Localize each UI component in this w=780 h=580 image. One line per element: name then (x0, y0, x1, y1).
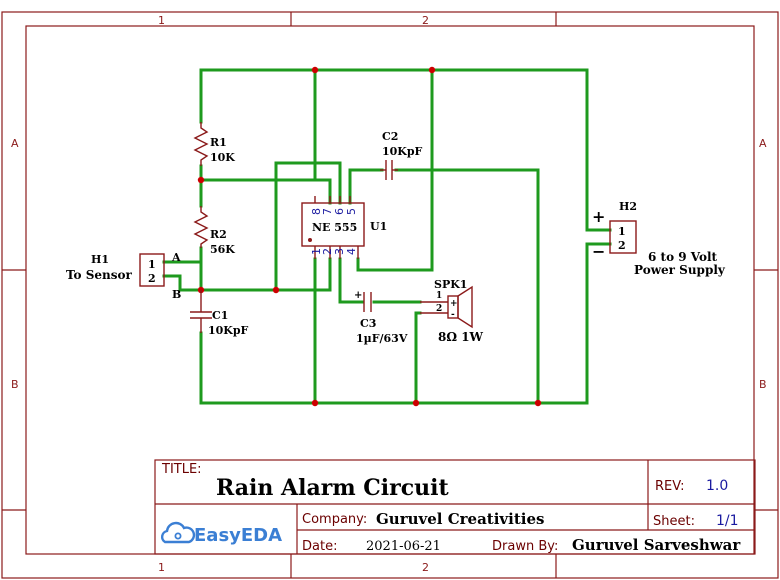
drawn-by-value: Guruvel Sarveshwar (572, 536, 741, 554)
zone-top-2: 2 (422, 14, 429, 27)
resistor-r1[interactable]: R1 10K (193, 122, 235, 166)
r1-ref: R1 (210, 136, 227, 149)
h1-pin1: 1 (148, 258, 156, 271)
u1-pin-4: 4 (345, 248, 358, 255)
capacitor-c2[interactable]: C2 10KpF (380, 130, 423, 180)
connector-h2[interactable]: 1 2 H2 + − 6 to 9 Volt Power Supply (592, 200, 726, 277)
h2-minus: − (592, 242, 605, 261)
zone-bottom-2: 2 (422, 561, 429, 574)
u1-pin-5: 5 (345, 208, 358, 215)
junction-dot (311, 66, 319, 74)
h1-value: To Sensor (66, 268, 133, 282)
easyeda-logo: EasyEDA (160, 521, 282, 546)
u1-pin-8: 8 (310, 208, 323, 215)
u1-ref: U1 (370, 220, 387, 233)
h2-pin2: 2 (618, 239, 626, 252)
speaker-spk1[interactable]: 1 2 + - SPK1 8Ω 1W (420, 278, 484, 344)
company-value: Guruvel Creativities (376, 510, 544, 528)
u1-pin-6: 6 (333, 208, 346, 215)
h2-value-line2: Power Supply (634, 263, 726, 277)
h1-net-a: A (171, 251, 181, 264)
title-value: Rain Alarm Circuit (216, 475, 449, 501)
sheet-value: 1/1 (716, 513, 739, 529)
c1-ref: C1 (212, 309, 228, 322)
h2-value-line1: 6 to 9 Volt (648, 250, 718, 264)
h2-ref: H2 (619, 200, 637, 213)
u1-pin-7: 7 (321, 208, 334, 215)
zone-top-1: 1 (158, 14, 165, 27)
date-value: 2021-06-21 (366, 539, 441, 554)
zone-left-b: B (11, 378, 19, 391)
connector-h1[interactable]: 1 2 H1 To Sensor A B (66, 251, 181, 301)
h1-net-b: B (172, 288, 181, 301)
junctions (197, 66, 542, 407)
r1-value: 10K (210, 151, 235, 164)
spk1-pin2: 2 (436, 304, 442, 314)
c1-value: 10KpF (208, 324, 249, 337)
rev-label: REV: (655, 479, 684, 494)
u1-pin-2: 2 (321, 248, 334, 255)
logo-text: EasyEDA (194, 525, 282, 546)
zone-bottom-1: 1 (158, 561, 165, 574)
spk1-pin1: 1 (436, 291, 442, 301)
u1-pin-3: 3 (333, 248, 346, 255)
r2-ref: R2 (210, 228, 227, 241)
junction-dot (197, 176, 205, 184)
company-label: Company: (302, 512, 367, 527)
junction-dot (272, 286, 280, 294)
h1-pin2: 2 (148, 272, 156, 285)
junction-dot (428, 66, 436, 74)
spk1-value: 8Ω 1W (438, 330, 484, 344)
spk1-minus: - (451, 310, 455, 320)
rev-value: 1.0 (706, 478, 728, 494)
zone-left-a: A (11, 137, 19, 150)
capacitor-c1[interactable]: C1 10KpF (190, 290, 249, 337)
resistor-r2[interactable]: R2 56K (193, 206, 235, 256)
h2-plus: + (592, 207, 605, 226)
sheet-label: Sheet: (653, 514, 695, 529)
ic-u1-ne555[interactable]: 8 7 6 5 1 2 3 4 NE 555 U1 (301, 196, 387, 259)
h2-pin1: 1 (618, 225, 626, 238)
u1-value: NE 555 (312, 221, 357, 234)
title-label: TITLE: (161, 462, 202, 477)
r2-value: 56K (210, 243, 235, 256)
zone-right-a: A (759, 137, 767, 150)
u1-pin-1: 1 (310, 248, 323, 255)
drawn-by-label: Drawn By: (492, 539, 558, 554)
h1-ref: H1 (91, 253, 109, 266)
c3-ref: C3 (360, 317, 376, 330)
c2-ref: C2 (382, 130, 398, 143)
wires (162, 68, 612, 405)
title-block: TITLE: Rain Alarm Circuit REV: 1.0 Compa… (154, 459, 756, 555)
junction-dot (412, 399, 420, 407)
capacitor-c3[interactable]: + C3 1µF/63V (354, 290, 408, 345)
junction-dot (311, 399, 319, 407)
zone-right-b: B (759, 378, 767, 391)
junction-dot (534, 399, 542, 407)
spk1-plus: + (450, 299, 458, 309)
c2-value: 10KpF (382, 145, 423, 158)
c3-value: 1µF/63V (356, 332, 408, 345)
date-label: Date: (302, 539, 337, 554)
spk1-ref: SPK1 (434, 278, 467, 291)
svg-text:+: + (354, 290, 362, 301)
